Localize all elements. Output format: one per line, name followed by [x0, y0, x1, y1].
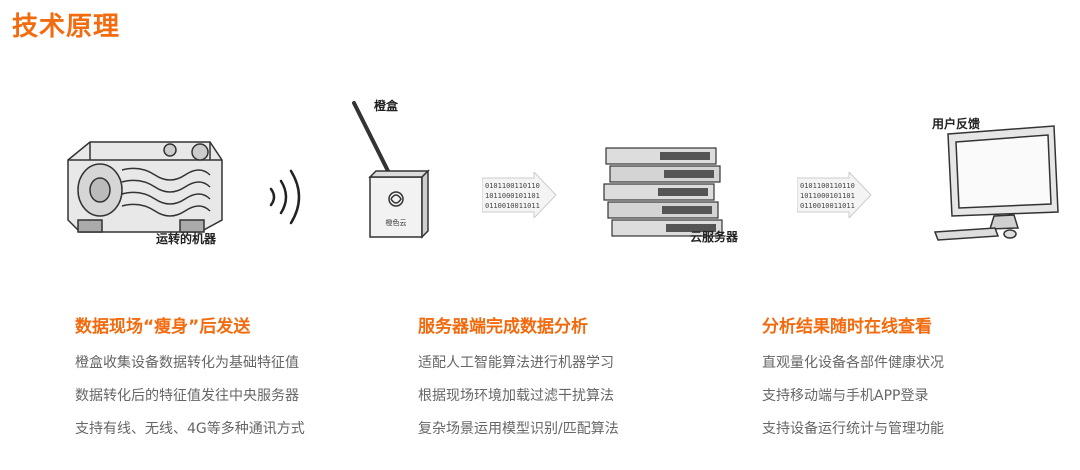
svg-text:0101100110110: 0101100110110	[485, 182, 540, 190]
column-item: 根据现场环境加载过滤干扰算法	[418, 388, 614, 404]
column-item: 复杂场景运用模型识别/匹配算法	[418, 421, 619, 437]
column-item: 直观量化设备各部件健康状况	[762, 355, 944, 371]
monitor-illustration	[933, 125, 1059, 241]
box-label: 橙盒	[374, 99, 399, 113]
machine-label: 运转的机器	[156, 232, 217, 246]
data-arrow-1: 0101100110110 1011000101101 011001001101…	[482, 172, 557, 218]
machine-illustration	[67, 141, 223, 233]
column-heading: 分析结果随时在线查看	[762, 317, 932, 337]
column-item: 橙盒收集设备数据转化为基础特征值	[75, 355, 299, 371]
column-item: 支持有线、无线、4G等多种通讯方式	[75, 421, 305, 437]
cloud-server-illustration	[603, 147, 723, 237]
column-item: 支持设备运行统计与管理功能	[762, 421, 944, 437]
column-online-view: 分析结果随时在线查看 直观量化设备各部件健康状况 支持移动端与手机APP登录 支…	[762, 312, 1062, 452]
box-brand-text: 橙色云	[386, 218, 407, 227]
svg-text:0110010011011: 0110010011011	[485, 202, 540, 210]
column-heading: 数据现场“瘦身”后发送	[75, 317, 251, 337]
column-server-analysis: 服务器端完成数据分析 适配人工智能算法进行机器学习 根据现场环境加载过滤干扰算法…	[418, 312, 718, 452]
page-title: 技术原理	[12, 12, 121, 42]
orange-box-device: 橙色云	[352, 101, 430, 239]
server-label: 云服务器	[690, 230, 739, 244]
svg-text:1011000101101: 1011000101101	[485, 192, 540, 200]
column-item: 适配人工智能算法进行机器学习	[418, 355, 614, 371]
column-item: 支持移动端与手机APP登录	[762, 388, 929, 404]
column-heading: 服务器端完成数据分析	[418, 317, 588, 337]
svg-text:0101100110110: 0101100110110	[800, 182, 855, 190]
column-data-upload: 数据现场“瘦身”后发送 橙盒收集设备数据转化为基础特征值 数据转化后的特征值发往…	[75, 312, 375, 452]
svg-text:0110010011011: 0110010011011	[800, 202, 855, 210]
data-arrow-2: 0101100110110 1011000101101 011001001101…	[797, 172, 872, 218]
wireless-signal-icon	[269, 169, 301, 225]
column-item: 数据转化后的特征值发往中央服务器	[75, 388, 299, 404]
svg-text:1011000101101: 1011000101101	[800, 192, 855, 200]
feedback-label: 用户反馈	[932, 117, 981, 131]
